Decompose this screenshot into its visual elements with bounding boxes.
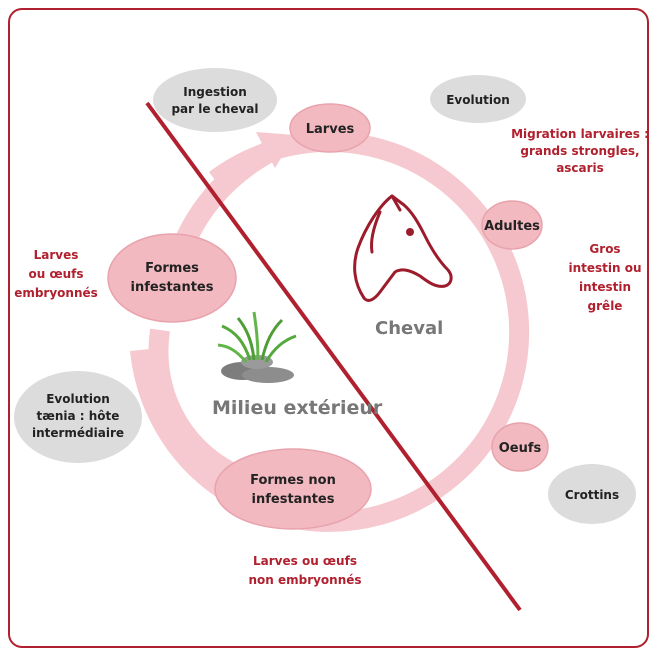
- grass-on-rocks-icon: [218, 312, 296, 383]
- label-infestantes-2: infestantes: [131, 280, 214, 295]
- lifecycle-diagram: Larves Adultes Oeufs Formes non infestan…: [0, 0, 659, 628]
- bubble-evolution: Evolution: [430, 75, 526, 123]
- node-larves: Larves: [290, 104, 370, 152]
- label-non-infestantes-2: infestantes: [252, 492, 335, 507]
- label-oeufs: Oeufs: [499, 441, 542, 456]
- taenia-line1: Evolution: [46, 392, 110, 406]
- migration-line1: Migration larvaires :: [511, 127, 649, 141]
- non-embryonnes-line1: Larves ou œufs: [253, 554, 357, 568]
- migration-line2: grands strongles,: [520, 144, 639, 158]
- note-intestin: Gros intestin ou intestin grêle: [568, 242, 641, 313]
- horse-head-icon: [355, 196, 452, 300]
- non-embryonnes-line2: non embryonnés: [248, 573, 361, 587]
- ingestion-line2: par le cheval: [171, 102, 258, 116]
- note-migration: Migration larvaires : grands strongles, …: [511, 127, 649, 175]
- divider-line: [147, 103, 520, 610]
- bubble-ingestion: Ingestion par le cheval: [153, 68, 277, 132]
- migration-line3: ascaris: [556, 161, 604, 175]
- intestin-line4: grêle: [588, 299, 623, 313]
- label-larves: Larves: [306, 122, 355, 137]
- label-infestantes-1: Formes: [145, 261, 199, 276]
- intestin-line2: intestin ou: [568, 261, 641, 275]
- evolution-label: Evolution: [446, 93, 510, 107]
- bubble-evolution-taenia: Evolution tænia : hôte intermédiaire: [14, 371, 142, 463]
- label-adultes: Adultes: [484, 219, 540, 234]
- taenia-line2: tænia : hôte: [37, 409, 120, 423]
- embryonnes-line2: ou œufs: [28, 267, 83, 281]
- node-formes-non-infestantes: Formes non infestantes: [215, 449, 371, 529]
- embryonnes-line3: embryonnés: [14, 286, 98, 300]
- bubble-crottins: Crottins: [548, 464, 636, 524]
- note-larves-embryonnes: Larves ou œufs embryonnés: [14, 248, 98, 300]
- taenia-line3: intermédiaire: [32, 426, 124, 440]
- intestin-line3: intestin: [579, 280, 631, 294]
- label-non-infestantes-1: Formes non: [250, 473, 336, 488]
- embryonnes-line1: Larves: [34, 248, 79, 262]
- label-cheval: Cheval: [375, 318, 443, 339]
- ingestion-line1: Ingestion: [183, 85, 247, 99]
- crottins-label: Crottins: [565, 488, 619, 502]
- intestin-line1: Gros: [589, 242, 620, 256]
- label-milieu-exterieur: Milieu extérieur: [212, 397, 383, 419]
- node-oeufs: Oeufs: [492, 423, 548, 471]
- node-formes-infestantes: Formes infestantes: [108, 234, 236, 322]
- node-adultes: Adultes: [482, 201, 542, 249]
- note-larves-non-embryonnes: Larves ou œufs non embryonnés: [248, 554, 361, 587]
